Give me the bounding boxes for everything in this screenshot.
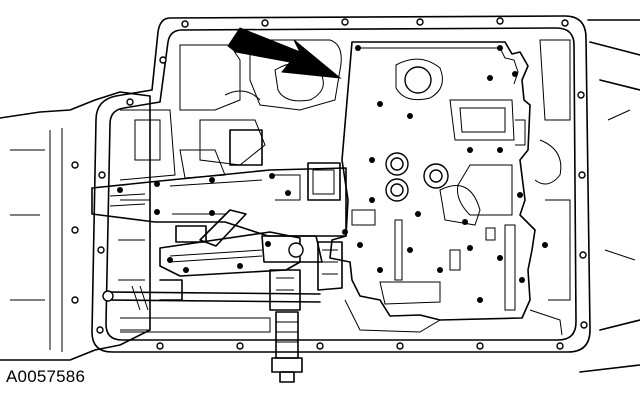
lower-galleries — [120, 299, 563, 336]
upper-covers — [229, 129, 341, 201]
valve-body-bolts — [342, 45, 548, 303]
case-internals — [118, 39, 571, 331]
valve-body-plate — [329, 41, 536, 321]
pan-flange — [91, 15, 591, 353]
accumulator-bores — [385, 152, 449, 202]
left-housing — [0, 91, 151, 361]
right-housing — [579, 19, 640, 373]
filter-stem — [271, 311, 303, 383]
flange-bolt-holes — [96, 17, 588, 350]
direction-arrow — [227, 27, 342, 79]
manual-rod — [102, 279, 321, 311]
manual-linkage — [159, 209, 343, 311]
figure-id-label: A0057586 — [6, 367, 86, 386]
